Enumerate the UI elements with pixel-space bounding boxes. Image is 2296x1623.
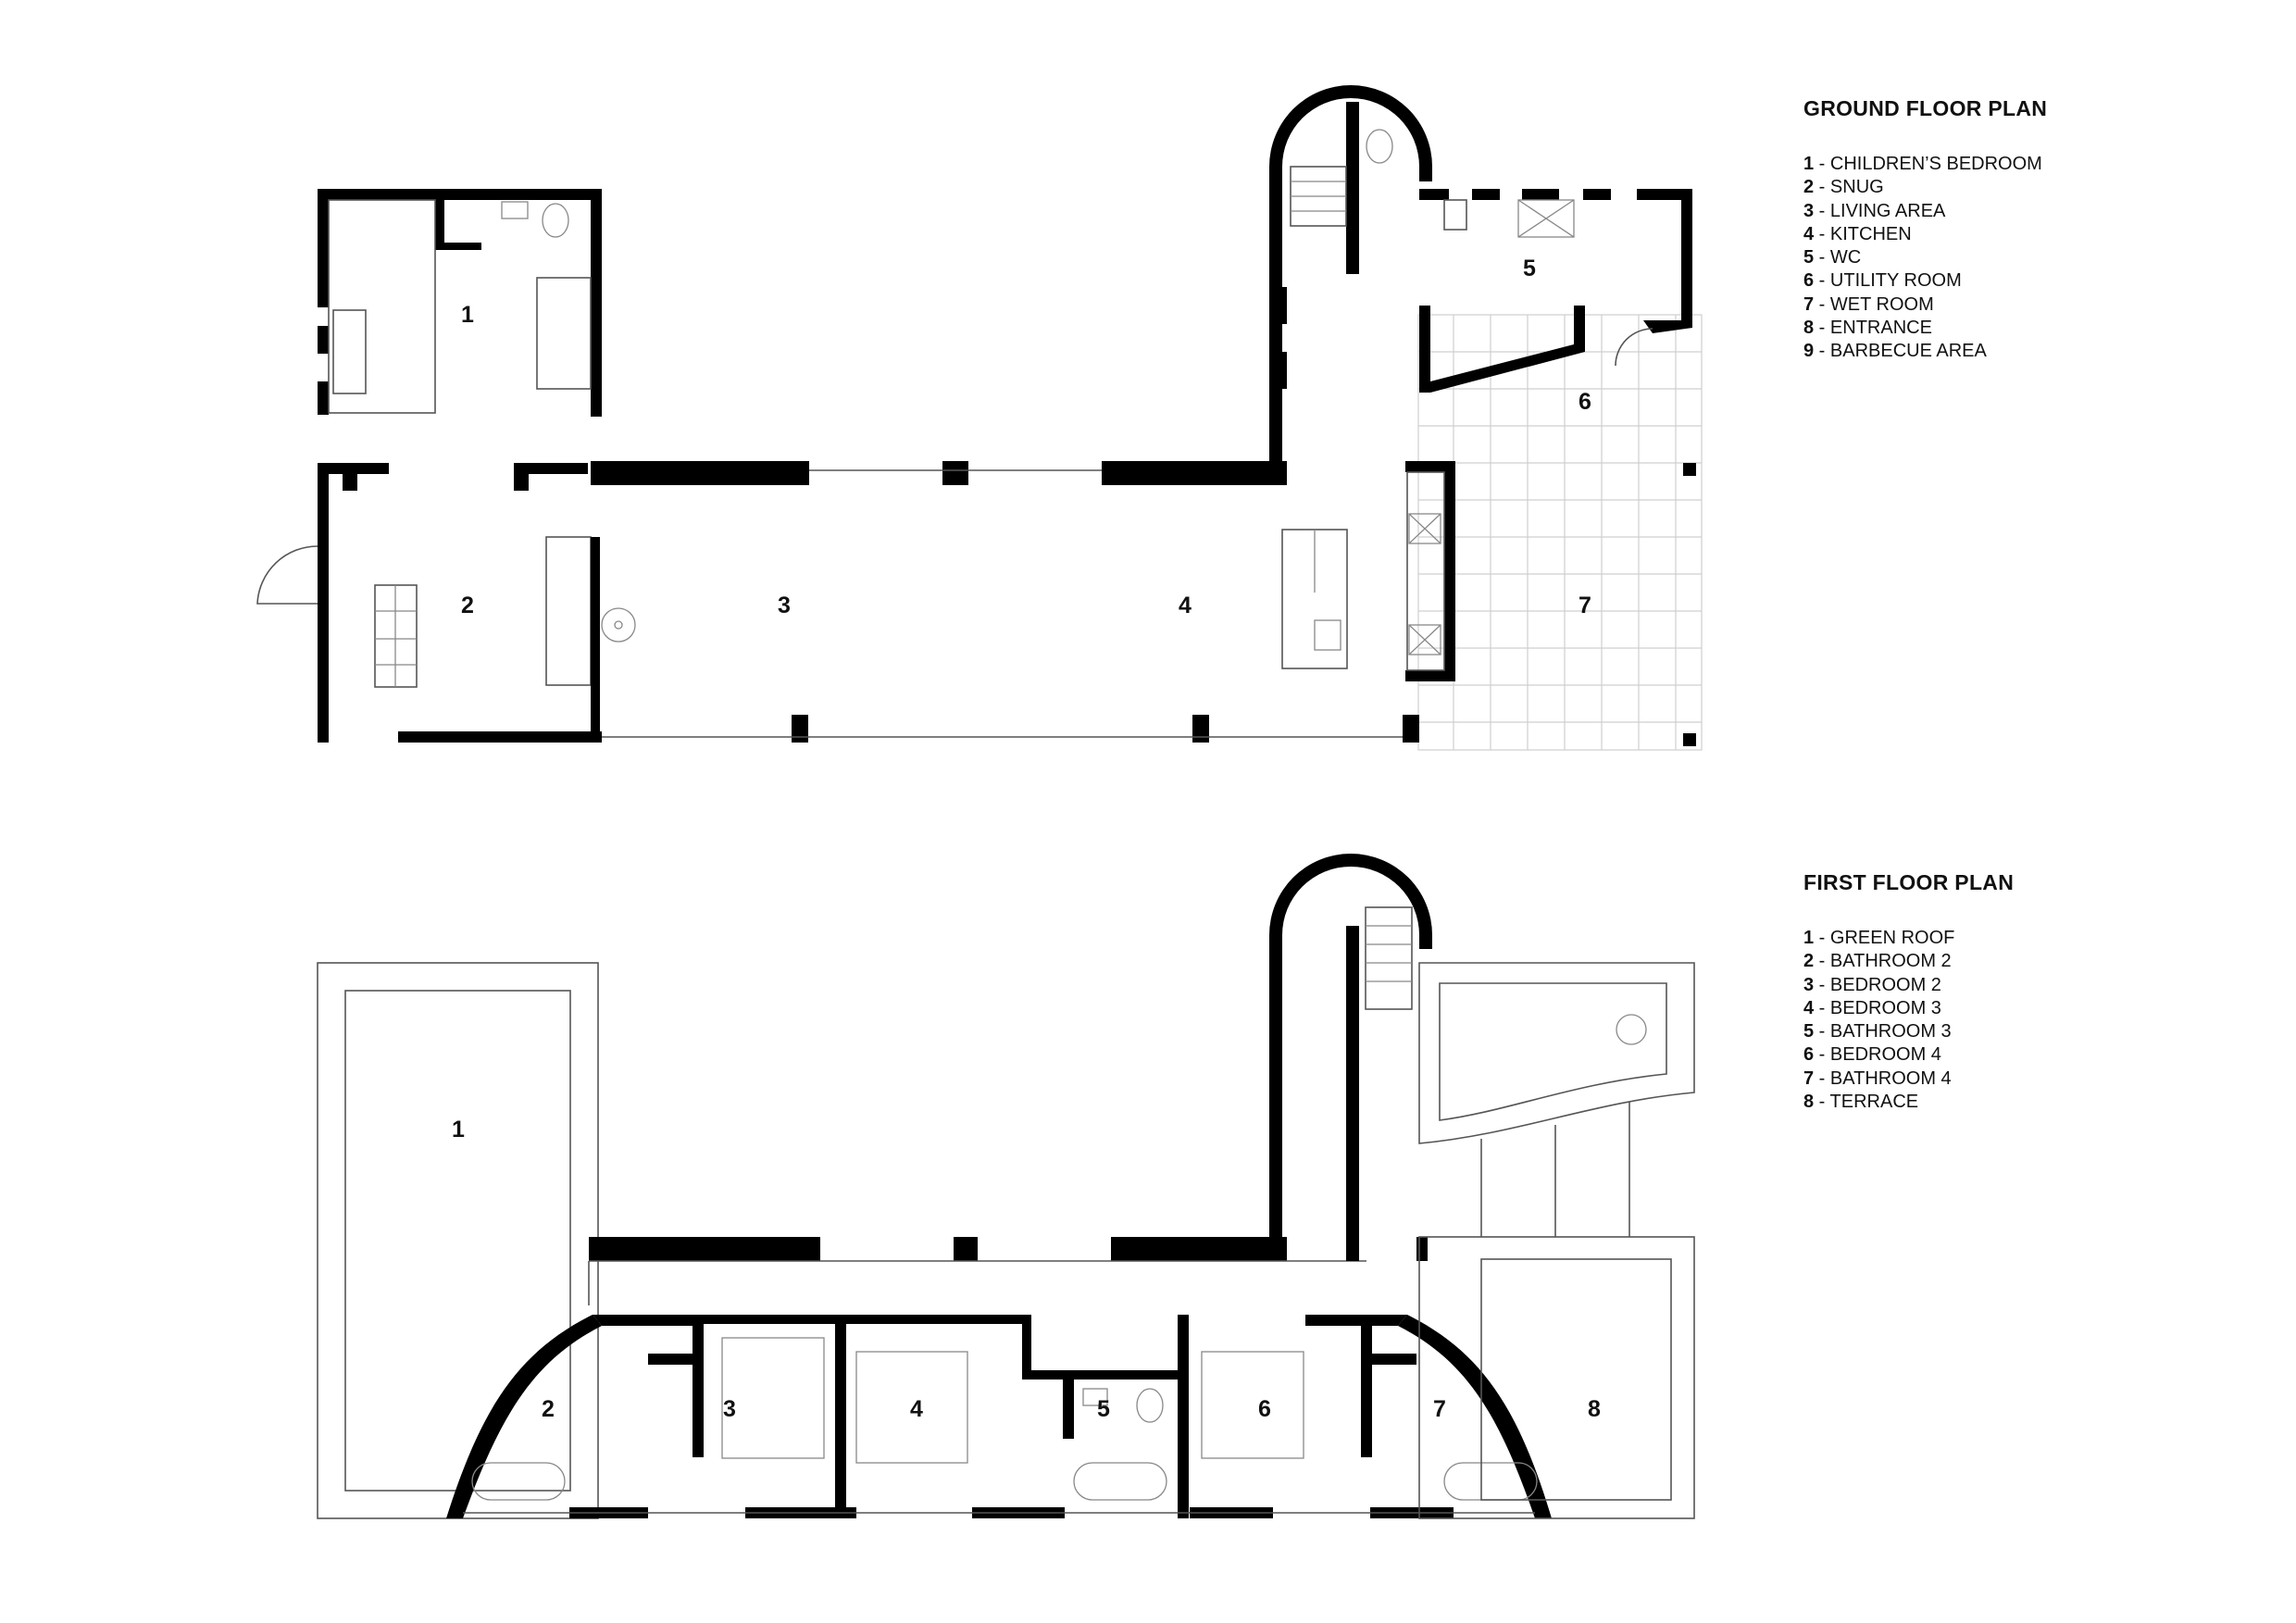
ground-room-number-4: 4 xyxy=(1179,593,1192,618)
legend-item: 6 - UTILITY ROOM xyxy=(1803,270,1962,292)
ground-room-number-7: 7 xyxy=(1578,593,1591,618)
legend-item: 9 - BARBECUE AREA xyxy=(1803,341,1987,362)
legend-item: 5 - WC xyxy=(1803,247,1862,268)
first-floor-furniture xyxy=(471,1337,1538,1501)
ground-floor-title: GROUND FLOOR PLAN xyxy=(1803,96,2048,120)
legend-item: 2 - SNUG xyxy=(1803,177,1884,198)
terrace-outline xyxy=(1418,1236,1695,1519)
green-roof-outline xyxy=(317,962,599,1519)
living-kitchen-walls xyxy=(591,461,1419,743)
legend-item: 5 - BATHROOM 3 xyxy=(1803,1021,1952,1042)
legend-item: 4 - BEDROOM 3 xyxy=(1803,997,1941,1018)
first-room-number-6: 6 xyxy=(1258,1396,1271,1422)
ground-room-number-2: 2 xyxy=(461,593,474,618)
ground-room-number-1: 1 xyxy=(461,302,474,328)
first-room-number-1: 1 xyxy=(452,1117,465,1142)
wet-room-tile-grid xyxy=(1417,314,1703,751)
first-floor-plan: 1 2 3 4 5 6 7 8 xyxy=(317,854,1695,1519)
legend-item: 6 - BEDROOM 4 xyxy=(1803,1044,1941,1066)
first-floor-north-walls xyxy=(588,1237,1428,1305)
legend-item: 1 - CHILDREN’S BEDROOM xyxy=(1803,154,2042,174)
first-floor-curved-walls xyxy=(446,1315,1552,1518)
legend-item: 1 - GREEN ROOF xyxy=(1803,928,1955,948)
legend-item: 8 - ENTRANCE xyxy=(1803,318,1932,339)
first-room-number-7: 7 xyxy=(1433,1396,1446,1422)
first-room-number-5: 5 xyxy=(1097,1396,1110,1422)
legend-item: 7 - BATHROOM 4 xyxy=(1803,1067,1952,1089)
first-floor-partitions xyxy=(648,1315,1416,1518)
first-room-number-3: 3 xyxy=(723,1396,736,1422)
ground-floor-legend: GROUND FLOOR PLAN 1 - CHILDREN’S BEDROOM… xyxy=(1803,96,2047,364)
first-floor-title: FIRST FLOOR PLAN xyxy=(1803,870,2015,894)
stair-tower-walls xyxy=(1269,85,1432,461)
legend-item: 2 - BATHROOM 2 xyxy=(1803,951,1952,972)
first-room-number-4: 4 xyxy=(910,1396,923,1422)
kitchen-side-walls xyxy=(1405,461,1455,681)
childrens-bedroom-walls xyxy=(318,189,602,417)
snug-walls xyxy=(256,463,592,743)
ground-room-number-5: 5 xyxy=(1523,256,1536,281)
legend-item: 3 - LIVING AREA xyxy=(1803,200,1946,221)
first-floor-legend: FIRST FLOOR PLAN 1 - GREEN ROOF 2 - BATH… xyxy=(1803,870,2014,1114)
first-floor-south-walls xyxy=(463,1507,1535,1518)
ground-room-number-6: 6 xyxy=(1578,389,1591,415)
legend-item: 7 - WET ROOM xyxy=(1803,293,1934,315)
first-room-number-2: 2 xyxy=(542,1396,555,1422)
first-room-number-8: 8 xyxy=(1588,1396,1601,1422)
wc-utility-walls xyxy=(1419,189,1692,393)
legend-item: 4 - KITCHEN xyxy=(1803,223,1912,244)
first-floor-upper-roof xyxy=(1418,962,1695,1237)
legend-item: 3 - BEDROOM 2 xyxy=(1803,974,1941,995)
first-legend-list: 1 - GREEN ROOF 2 - BATHROOM 2 3 - BEDROO… xyxy=(1803,927,2014,1114)
ground-legend-list: 1 - CHILDREN’S BEDROOM 2 - SNUG 3 - LIVI… xyxy=(1803,153,2047,364)
legend-item: 8 - TERRACE xyxy=(1803,1092,1919,1113)
ground-room-number-3: 3 xyxy=(778,593,791,618)
first-stair-tower xyxy=(1269,854,1432,1261)
ground-floor-plan: 1 2 3 4 5 6 7 xyxy=(256,85,1703,751)
